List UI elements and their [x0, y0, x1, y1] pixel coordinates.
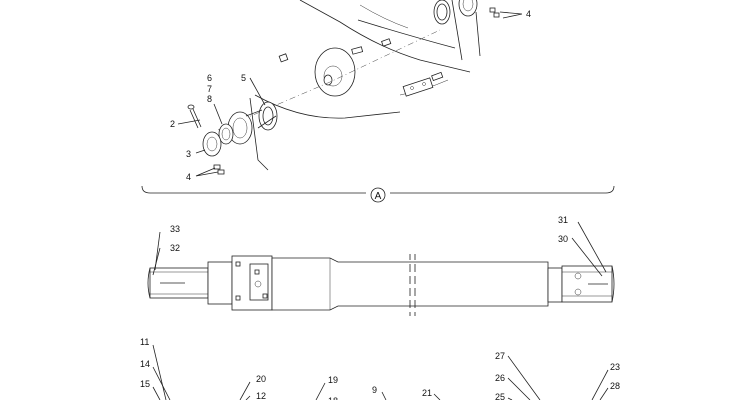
label-33: 33 — [170, 224, 180, 234]
label-20: 20 — [256, 374, 266, 384]
label-9: 9 — [372, 385, 377, 395]
label-26: 26 — [495, 373, 505, 383]
label-2: 2 — [170, 119, 175, 129]
label-27: 27 — [495, 351, 505, 361]
sprocket-disk — [314, 47, 356, 97]
bolt-4-left — [213, 164, 221, 170]
label-3: 3 — [186, 149, 191, 159]
label-32: 32 — [170, 243, 180, 253]
detail-a-exploded-view: A 6 7 8 5 2 3 4 4 — [141, 0, 615, 203]
label-4-left: 4 — [186, 172, 191, 182]
label-21: 21 — [422, 388, 432, 398]
label-14: 14 — [140, 359, 150, 369]
label-19: 19 — [328, 375, 338, 385]
label-18: 18 — [328, 396, 338, 400]
label-8: 8 — [207, 94, 212, 104]
label-12: 12 — [256, 391, 266, 400]
label-15: 15 — [140, 379, 150, 389]
ring-3 — [202, 131, 222, 157]
label-30: 30 — [558, 234, 568, 244]
label-28: 28 — [610, 381, 620, 391]
label-25: 25 — [495, 392, 505, 400]
label-7: 7 — [207, 84, 212, 94]
label-6: 6 — [207, 73, 212, 83]
washer-6-7-8 — [218, 123, 234, 145]
assembled-shaft-view: 33 32 31 30 — [147, 215, 615, 316]
label-23: 23 — [610, 362, 620, 372]
detail-marker-a — [370, 187, 386, 203]
label-5: 5 — [241, 73, 246, 83]
pin-2 — [187, 104, 195, 110]
detail-marker-a-text: A — [375, 191, 382, 202]
label-31: 31 — [558, 215, 568, 225]
bolt-4-right — [489, 7, 496, 13]
label-4-right: 4 — [526, 9, 531, 19]
label-11: 11 — [140, 337, 149, 347]
lower-exploded-view-partial: 11 14 15 20 12 19 18 9 21 27 26 25 23 28 — [140, 337, 620, 400]
